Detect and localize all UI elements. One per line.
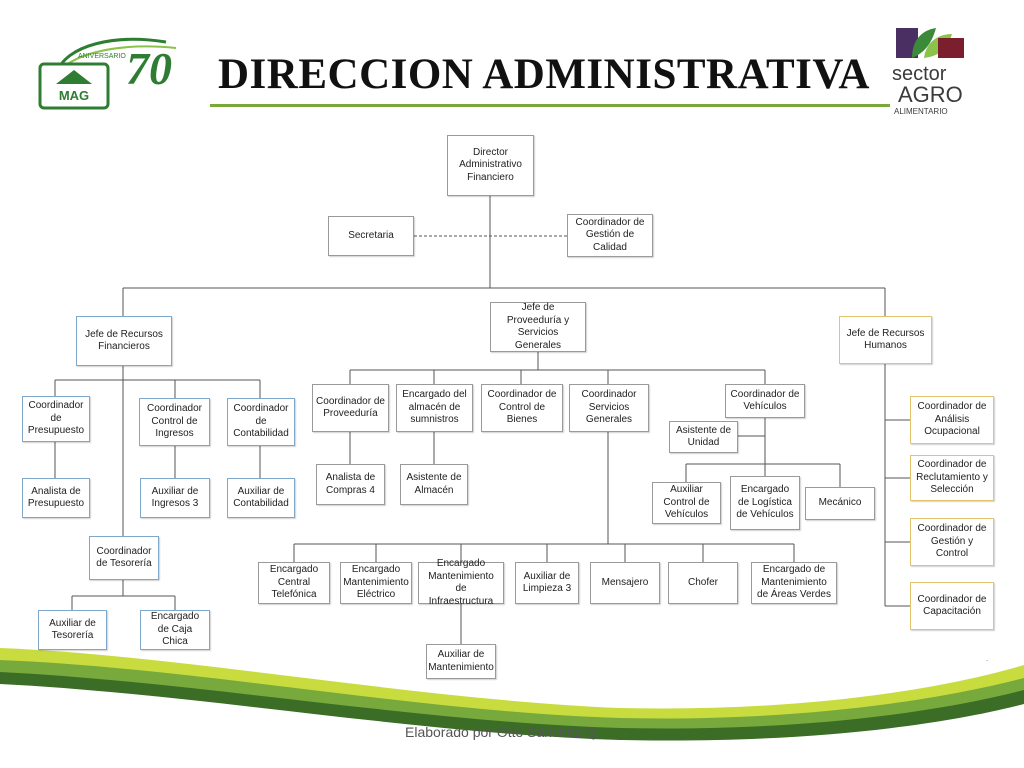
node-coord-reclutamiento: Coordinador de Reclutamiento y Selección [910, 455, 994, 501]
mag-70-logo: MAG 70 ANIVERSARIO [38, 37, 177, 110]
node-mecanico: Mecánico [805, 487, 875, 520]
svg-text:AGRO: AGRO [898, 82, 963, 107]
node-enc-infraestructura: Encargado Mantenimiento de Infraestructu… [418, 558, 504, 607]
node-coord-vehiculos: Coordinador de Vehículos [725, 384, 805, 418]
node-enc-logistica: Encargado de Logística de Vehículos [730, 476, 800, 530]
node-aux-contabilidad: Auxiliar de Contabilidad [227, 478, 295, 518]
title-underline [210, 104, 890, 107]
node-coord-analisis: Coordinador de Análisis Ocupacional [910, 396, 994, 444]
node-coord-bienes: Coordinador de Control de Bienes [481, 384, 563, 432]
node-aux-ingresos: Auxiliar de Ingresos 3 [140, 478, 210, 518]
node-jefe-recursos-financieros: Jefe de Recursos Financieros [76, 316, 172, 366]
node-jefe-proveeduria: Jefe de Proveeduría y Servicios Generale… [490, 302, 586, 352]
node-aux-tesoreria: Auxiliar de Tesorería [38, 610, 107, 650]
node-coord-capacitacion: Coordinador de Capacitación [910, 582, 994, 630]
svg-text:MAG: MAG [59, 88, 89, 103]
node-coord-proveeduria: Coordinador de Proveeduría [312, 384, 389, 432]
svg-text:ALIMENTARIO: ALIMENTARIO [894, 107, 948, 116]
node-caja-chica: Encargado de Caja Chica [140, 610, 210, 650]
footer-author: Elaborado por Otto Sanchez Q. [405, 724, 601, 740]
node-coord-calidad: Coordinador de Gestión de Calidad [567, 214, 653, 257]
node-analista-presupuesto: Analista de Presupuesto [22, 478, 90, 518]
node-aux-limpieza: Auxiliar de Limpieza 3 [515, 562, 579, 604]
page-mark: . [986, 654, 989, 663]
sector-agro-logo: sector AGRO ALIMENTARIO [892, 28, 964, 116]
node-analista-compras: Analista de Compras 4 [316, 464, 385, 505]
node-chofer: Chofer [668, 562, 738, 604]
node-asist-almacen: Asistente de Almacén [400, 464, 468, 505]
svg-text:ANIVERSARIO: ANIVERSARIO [78, 53, 126, 60]
node-coord-ingresos: Coordinador Control de Ingresos [139, 398, 210, 446]
node-coord-gestion-control: Coordinador de Gestión y Control [910, 518, 994, 566]
node-director: Director Administrativo Financiero [447, 135, 534, 196]
node-secretaria: Secretaria [328, 216, 414, 256]
node-aux-mantenimiento: Auxiliar de Mantenimiento [426, 644, 496, 679]
node-enc-areas-verdes: Encargado de Mantenimiento de Áreas Verd… [751, 562, 837, 604]
node-enc-almacen: Encargado del almacén de sumnistros [396, 384, 473, 432]
node-mensajero: Mensajero [590, 562, 660, 604]
node-asist-unidad: Asistente de Unidad [669, 421, 738, 453]
node-coord-tesoreria: Coordinador de Tesorería [89, 536, 159, 580]
page-title: DIRECCION ADMINISTRATIVA [218, 51, 870, 98]
svg-text:sector: sector [892, 63, 947, 85]
node-coord-presupuesto: Coordinador de Presupuesto [22, 396, 90, 442]
node-enc-electrico: Encargado Mantenimiento Eléctrico [340, 562, 412, 604]
node-coord-servicios: Coordinador Servicios Generales [569, 384, 649, 432]
node-enc-central: Encargado Central Telefónica [258, 562, 330, 604]
svg-text:70: 70 [126, 43, 172, 94]
node-coord-contabilidad: Coordinador de Contabilidad [227, 398, 295, 446]
node-aux-vehiculos: Auxiliar Control de Vehículos [652, 482, 721, 524]
node-jefe-recursos-humanos: Jefe de Recursos Humanos [839, 316, 932, 364]
